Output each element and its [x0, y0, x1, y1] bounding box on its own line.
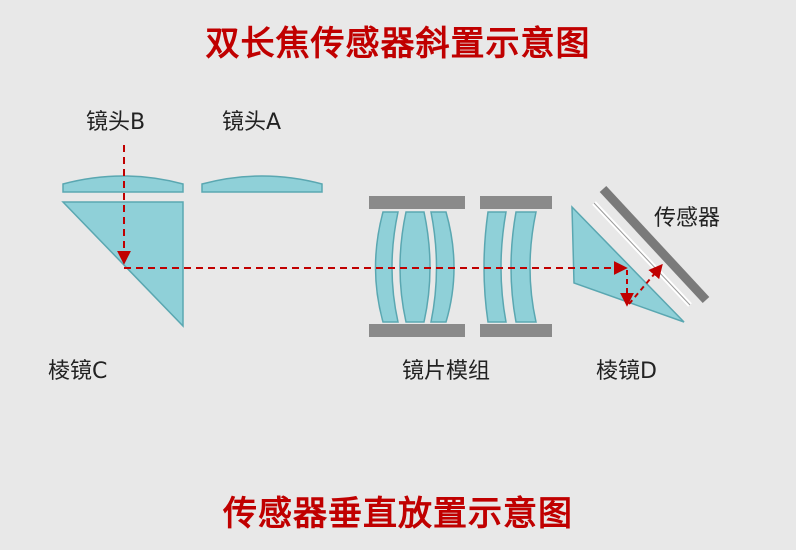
label-prism-c: 棱镜C: [48, 359, 108, 384]
lens-module-housing-bottom-right: [480, 324, 552, 337]
label-lens-a: 镜头A: [222, 110, 282, 135]
label-sensor: 传感器: [654, 206, 721, 231]
sensor-plate: [599, 185, 710, 304]
lens-element-4: [483, 211, 507, 323]
lens-module-housing-top-right: [480, 196, 552, 209]
lens-element-1: [374, 211, 399, 323]
bottom-title: 传感器垂直放置示意图: [223, 494, 573, 534]
lens-a: [201, 175, 323, 193]
label-lens-module: 镜片模组: [402, 359, 491, 384]
sensor-cover-glass-edge: [593, 202, 691, 306]
lens-module-housing-bottom-left: [369, 324, 465, 337]
label-prism-d: 棱镜D: [596, 359, 657, 384]
label-lens-b: 镜头B: [86, 110, 146, 135]
top-title: 双长焦传感器斜置示意图: [205, 24, 591, 64]
lens-module-housing-top-left: [369, 196, 465, 209]
